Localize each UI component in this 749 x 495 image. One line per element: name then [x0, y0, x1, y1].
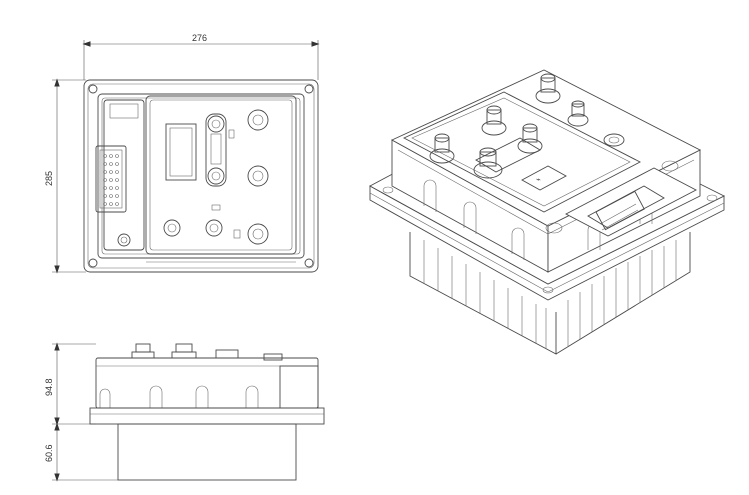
terminal-w — [247, 223, 269, 245]
iso-terminal-3 — [473, 147, 503, 179]
iso-signal-connector — [545, 160, 697, 237]
terminal-aux — [163, 219, 223, 237]
terminal-u-top — [247, 109, 269, 131]
heatsink-height-dimension: 60.6 — [44, 422, 118, 482]
iso-terminal-1 — [429, 133, 455, 164]
iso-terminal-5 — [535, 73, 561, 104]
iso-terminal-7 — [603, 133, 625, 147]
side-view: 94.8 60.6 — [44, 342, 325, 482]
terminal-b-plus — [207, 115, 225, 133]
heatsink-fins — [409, 232, 691, 355]
height-dimension: 285 — [44, 78, 86, 274]
terminal-v — [247, 165, 269, 187]
signal-connector-pins — [103, 154, 119, 206]
heatsink-height-label: 60.6 — [44, 444, 54, 462]
height-label: 285 — [44, 171, 54, 186]
iso-terminal-4 — [517, 123, 543, 154]
body-height-label: 94.8 — [44, 378, 54, 396]
terminal-b-minus — [207, 167, 225, 185]
body-height-dimension: 94.8 — [44, 342, 96, 426]
isometric-view: ⌁ — [369, 69, 726, 355]
iso-terminal-2 — [481, 105, 507, 136]
top-view: 276 285 — [44, 33, 320, 274]
width-label: 276 — [192, 33, 207, 43]
iso-terminal-6 — [567, 100, 589, 127]
width-dimension: 276 — [82, 33, 320, 80]
svg-text:⌁: ⌁ — [536, 175, 541, 184]
top-cover: ⌁ — [402, 91, 641, 213]
